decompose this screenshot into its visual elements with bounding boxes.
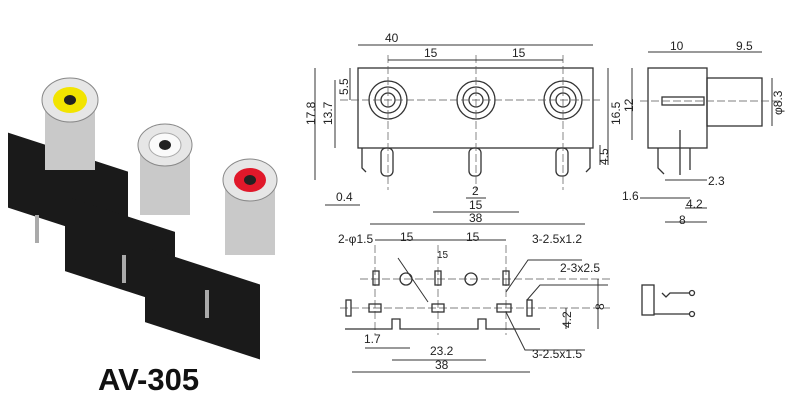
dim-center-height: 13.7 bbox=[321, 101, 335, 125]
dim-tab-span: 23.2 bbox=[430, 344, 454, 358]
side-view bbox=[631, 51, 780, 223]
dim-fp-overall: 38 bbox=[435, 358, 449, 372]
footprint-view bbox=[340, 239, 610, 373]
dim-tab-width: 1.7 bbox=[364, 332, 381, 346]
dim-body-depth: 10 bbox=[670, 39, 684, 53]
model-label: AV-305 bbox=[98, 362, 200, 397]
dim-holes: 2-φ1.5 bbox=[338, 232, 373, 246]
dim-pin-length: 4.5 bbox=[597, 148, 611, 165]
dim-width: 40 bbox=[385, 31, 399, 45]
dim-fp-pitch-small: 15 bbox=[437, 250, 449, 261]
dim-side-d4: 8 bbox=[679, 213, 686, 227]
dim-jack-length: 9.5 bbox=[736, 39, 753, 53]
dim-height-total: 17.8 bbox=[304, 101, 318, 125]
dim-slots-side: 2-3x2.5 bbox=[560, 261, 600, 275]
jack-red bbox=[145, 158, 278, 360]
dim-pitch-left: 15 bbox=[424, 46, 438, 60]
dim-slots-bottom: 3-2.5x1.5 bbox=[532, 347, 582, 361]
dim-fp-pitch2: 15 bbox=[466, 230, 480, 244]
dim-pitch-right: 15 bbox=[512, 46, 526, 60]
schematic-symbol bbox=[641, 284, 696, 318]
dim-side-d3: 4.2 bbox=[686, 197, 703, 211]
dim-slots-top: 3-2.5x1.2 bbox=[532, 232, 582, 246]
dim-pin-span: 38 bbox=[469, 211, 483, 225]
dim-side-center: 12 bbox=[622, 98, 636, 112]
dim-fp-pitch1: 15 bbox=[400, 230, 414, 244]
dim-top-center: 5.5 bbox=[337, 78, 351, 95]
dim-pin-offset: 0.4 bbox=[336, 190, 353, 204]
dim-side-d2: 1.6 bbox=[622, 189, 639, 203]
dim-pin-width: 2 bbox=[472, 184, 479, 198]
dim-peg-spacing: 15 bbox=[469, 198, 483, 212]
dim-jack-diameter: φ8.3 bbox=[771, 90, 785, 115]
dim-offset: 4.2 bbox=[560, 311, 574, 328]
dim-body-height: 16.5 bbox=[609, 101, 623, 125]
product-photo bbox=[8, 77, 278, 360]
front-view bbox=[314, 44, 609, 225]
dim-side-d1: 2.3 bbox=[708, 174, 725, 188]
dim-row-spacing: 8 bbox=[593, 303, 607, 310]
